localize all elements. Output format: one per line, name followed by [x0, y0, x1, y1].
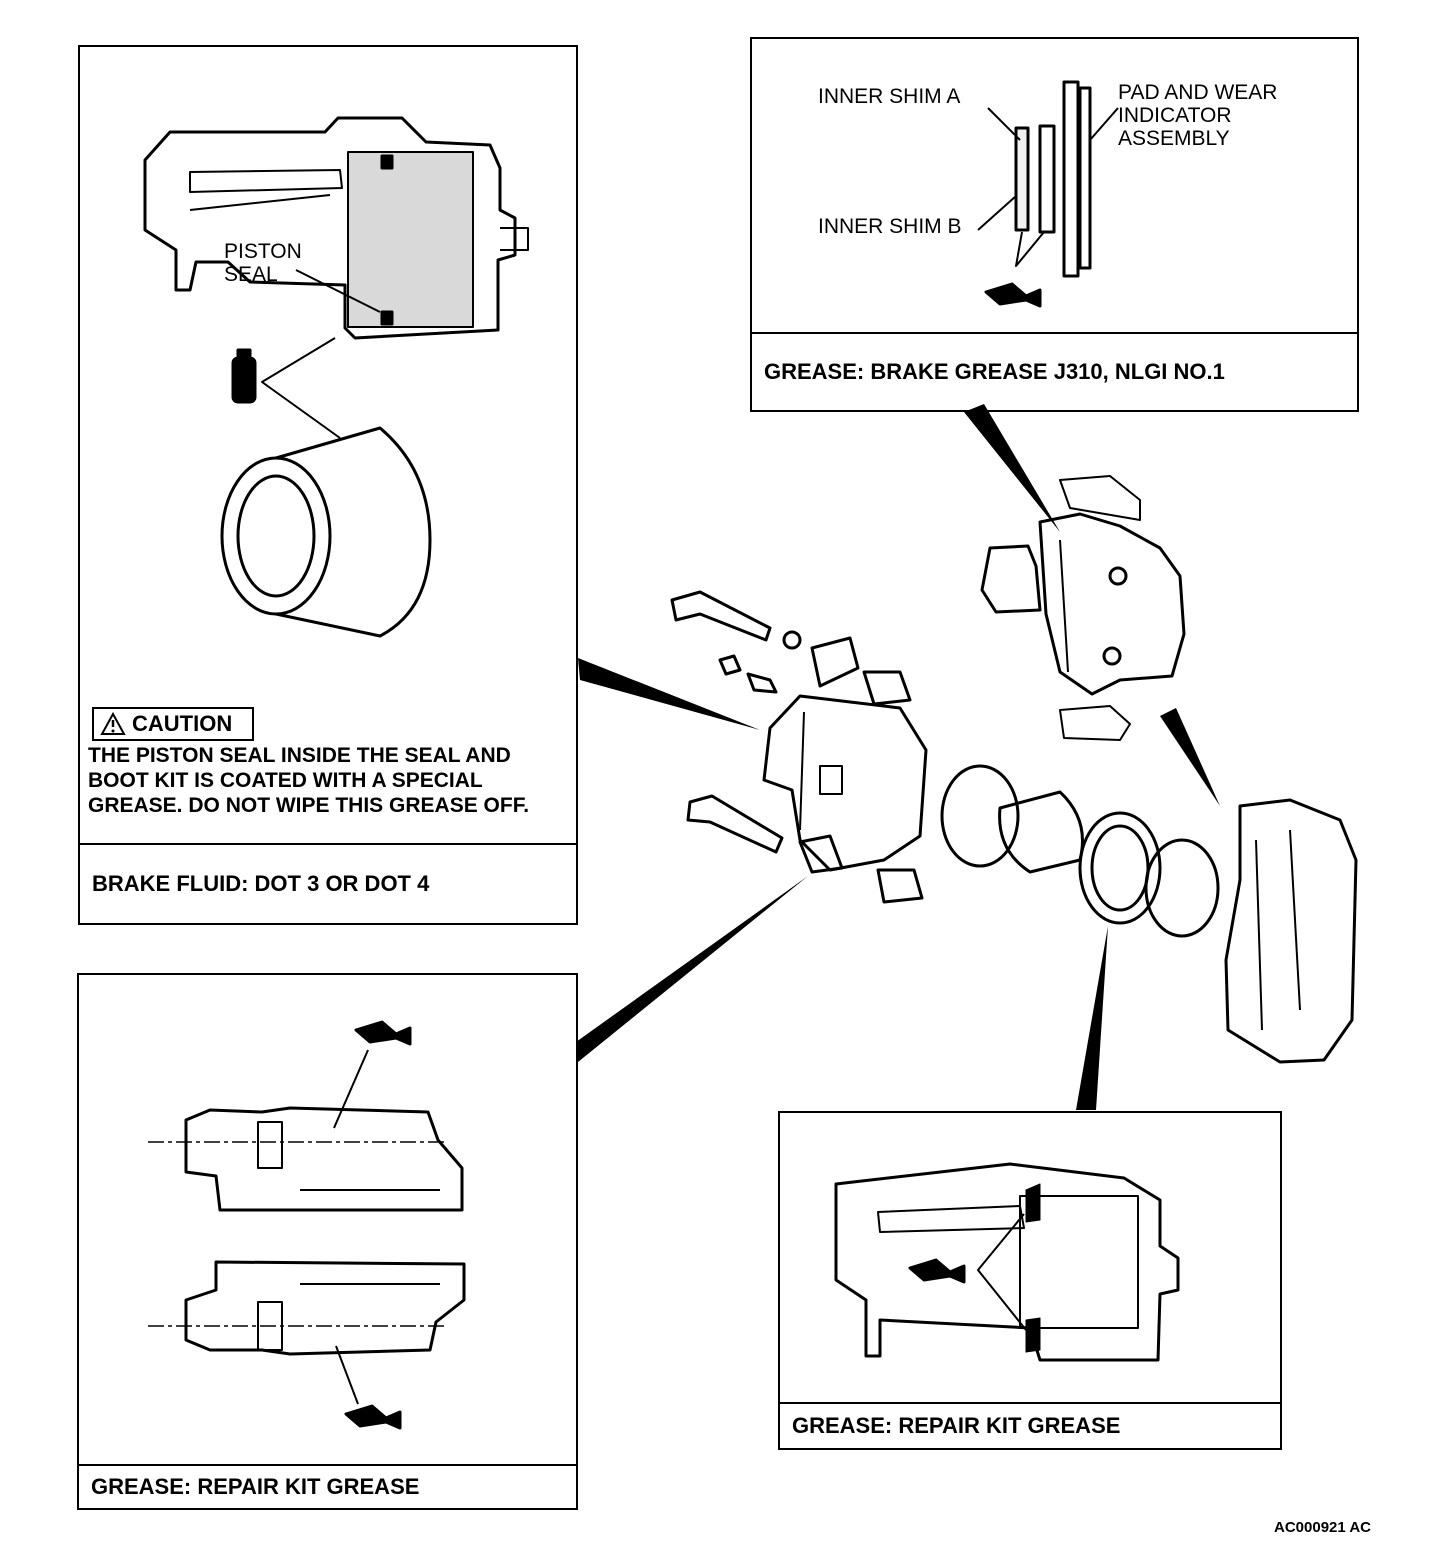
- grease-gun-icon: [984, 282, 1042, 308]
- guide-pins-panel: GREASE: REPAIR KIT GREASE: [77, 973, 578, 1510]
- repair-kit-grease-footer-caliper: GREASE: REPAIR KIT GREASE: [780, 1402, 1280, 1448]
- caliper-bracket: [1224, 798, 1358, 1064]
- warning-triangle-icon: [100, 712, 126, 735]
- caliper-body: [762, 636, 928, 874]
- guide-pin-section-lower: [148, 1260, 466, 1356]
- caution-label: CAUTION: [132, 711, 233, 736]
- guide-pin-section-upper: [148, 1106, 464, 1212]
- piston: [220, 426, 432, 638]
- caliper-seal-panel: GREASE: REPAIR KIT GREASE: [778, 1111, 1282, 1450]
- piston-seal-panel: PISTON SEAL CAUTION THE PISTON SEAL INSI…: [78, 45, 578, 925]
- figure-code: AC000921 AC: [1274, 1519, 1371, 1536]
- pad-and-wear-indicator-label: PAD AND WEAR INDICATOR ASSEMBLY: [1118, 81, 1278, 150]
- piston-seal-label: PISTON SEAL: [224, 240, 302, 286]
- caution-badge: CAUTION: [92, 707, 254, 741]
- brake-grease-footer: GREASE: BRAKE GREASE J310, NLGI NO.1: [752, 332, 1357, 410]
- inner-shim-b-label: INNER SHIM B: [818, 215, 962, 238]
- caution-text: THE PISTON SEAL INSIDE THE SEAL AND BOOT…: [88, 744, 530, 817]
- brake-fluid-footer: BRAKE FLUID: DOT 3 OR DOT 4: [80, 843, 576, 923]
- inner-shim-a-label: INNER SHIM A: [818, 85, 961, 108]
- grease-gun-icon: [908, 1258, 966, 1284]
- repair-kit-grease-footer-pins: GREASE: REPAIR KIT GREASE: [79, 1464, 576, 1508]
- caliper-seal-section: [834, 1162, 1180, 1362]
- pointer-wedges: [576, 404, 1220, 1110]
- brake-pads-exploded: [980, 475, 1186, 741]
- caliper-housing-section: [143, 116, 529, 340]
- piston-seal-leader: [295, 269, 381, 313]
- inner-shims-panel: INNER SHIM A INNER SHIM B PAD AND WEAR I…: [750, 37, 1359, 412]
- grease-gun-icon: [335, 1345, 402, 1430]
- guide-pins-and-boots: [670, 590, 924, 904]
- grease-gun-icon: [333, 1020, 412, 1129]
- shim-stack: [977, 80, 1119, 278]
- piston-seal-rings: [940, 764, 1220, 938]
- brake-fluid-bottle-icon: [231, 337, 341, 439]
